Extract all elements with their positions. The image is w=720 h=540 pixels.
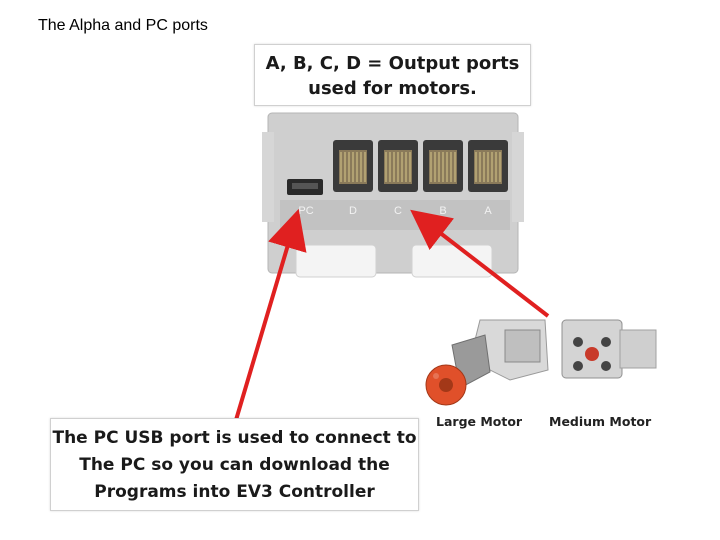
output-ports-callout: A, B, C, D = Output ports used for motor…	[254, 44, 531, 106]
callout-bottom-line-2: The PC so you can download the	[79, 455, 390, 475]
callout-top-line-1: A, B, C, D = Output ports	[265, 53, 520, 74]
pc-usb-port-icon	[287, 179, 323, 195]
large-motor-image	[425, 319, 549, 406]
output-port-c-icon	[378, 140, 418, 192]
slide-title: The Alpha and PC ports	[38, 17, 208, 34]
callout-top-line-2: used for motors.	[308, 78, 477, 99]
medium-motor-image	[561, 319, 657, 379]
port-label-a: A	[484, 205, 492, 217]
output-port-a-icon	[468, 140, 508, 192]
output-port-b-icon	[423, 140, 463, 192]
port-label-d: D	[349, 205, 357, 217]
callout-bottom-line-3: Programs into EV3 Controller	[94, 482, 375, 502]
port-label-b: B	[439, 205, 446, 217]
output-port-d-icon	[333, 140, 373, 192]
output-port-arrow	[410, 209, 550, 318]
pc-usb-callout: The PC USB port is used to connect to Th…	[50, 418, 419, 511]
port-label-c: C	[394, 205, 402, 217]
large-motor-label: Large Motor	[436, 414, 523, 429]
port-label-pc: PC	[298, 205, 313, 217]
medium-motor-label: Medium Motor	[549, 414, 652, 429]
pc-port-arrow	[234, 208, 307, 421]
callout-bottom-line-1: The PC USB port is used to connect to	[52, 428, 417, 448]
